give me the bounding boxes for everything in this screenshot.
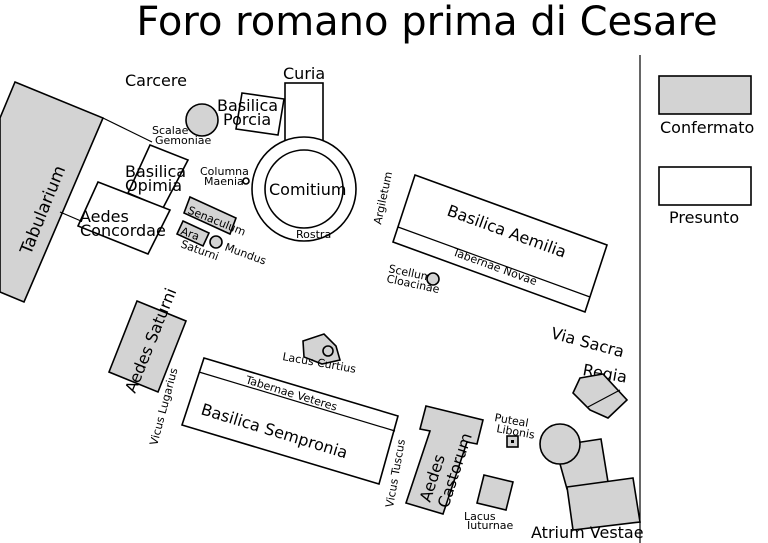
via-sacra-label: Via Sacra [549,324,626,362]
basilica-porcia-label-2: Porcia [223,110,271,129]
rostra-label: Rostra [296,228,331,241]
curia-label: Curia [283,64,325,83]
puteal-label: Puteal [493,411,529,430]
scalae-label: Scalae [152,124,189,137]
legend-presumed-label: Presunto [669,208,739,227]
basilica-aemilia-building [391,173,609,314]
legend-confirmed-swatch [658,75,752,115]
lacus-iuturnae-label-2: Iuturnae [467,519,514,532]
basilica-porcia-label: Basilica [217,96,278,115]
basilica-opimia-label: Basilica [125,162,186,181]
aedes-castorum-building [404,405,484,515]
atrium-vestae-building [566,477,641,531]
scalae-label-2: Gemoniae [155,134,212,147]
lacus-curtius-building [302,333,342,365]
tabernae-novae-divider [397,226,591,298]
regia-building [572,373,629,419]
aedes-saturni-building [107,299,188,394]
scalae-line [102,117,153,143]
scellum-cloacinae-marker [426,272,440,286]
curia-building [284,82,324,142]
senaculum-building [182,195,238,236]
basilica-porcia-building [235,92,285,136]
aedes-concordiae-building [76,180,172,256]
carcere-label: Carcere [125,71,187,90]
carcere-building [185,103,219,137]
columna-label: Columna [200,165,249,178]
atrium-vestae-label: Atrium Vestae [531,523,644,542]
mundus-label: Mundus [223,241,268,268]
columna-maenia-marker [242,177,250,185]
tabularium-building [0,80,105,304]
aedes-concordiae-label: Aedes [80,207,129,226]
tabernae-veteres-divider [198,371,396,432]
regia-inner-line [587,389,621,408]
basilica-opimia-label-2: Opimia [125,176,182,195]
ara-label: Ara [179,225,201,244]
lacus-iuturnae-building [476,474,514,511]
basilica-sempronia-building [180,357,399,486]
lacus-curtius-marker [322,345,334,357]
comitium-label: Comitium [269,180,346,199]
ara-saturni-building [175,219,211,248]
comitium-inner [264,149,344,229]
puteal-libonis-dot [511,440,514,443]
legend-confirmed-label: Confermato [660,118,754,137]
lacus-iuturnae-label: Lacus [464,510,496,523]
map-title: Foro romano prima di Cesare [136,0,717,45]
legend-presumed-swatch [658,166,752,206]
aedes-vestae-circle [539,423,581,465]
argiletum-label: Argiletum [371,170,395,225]
mundus-marker [209,235,223,249]
aedes-concordiae-label-2: Concordae [80,221,166,240]
columna-label-2: Maenia [204,175,244,188]
